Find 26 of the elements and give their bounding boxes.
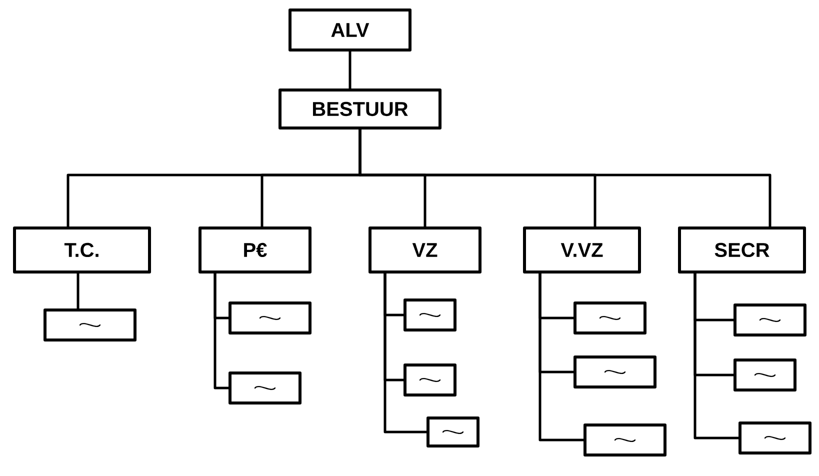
connector-line — [384, 272, 428, 434]
org-box: V.VZ — [523, 226, 641, 274]
empty-box — [734, 303, 806, 336]
org-box: VZ — [368, 226, 482, 274]
connector-line — [694, 272, 740, 440]
empty-box — [44, 308, 136, 342]
empty-box — [738, 421, 812, 454]
org-box: P€ — [198, 226, 312, 274]
connector-line — [348, 50, 352, 90]
org-box: BESTUUR — [278, 88, 442, 130]
org-box: T.C. — [13, 226, 151, 274]
empty-box — [404, 298, 456, 332]
empty-box — [584, 423, 666, 456]
empty-box — [228, 371, 302, 404]
connector-line — [76, 272, 80, 310]
empty-box — [734, 358, 796, 392]
empty-box — [574, 301, 646, 334]
empty-box — [228, 301, 312, 334]
connector-line — [214, 272, 230, 390]
org-box: SECR — [678, 226, 806, 274]
connector-line — [358, 128, 772, 228]
connector-line — [538, 272, 585, 442]
empty-box — [426, 416, 480, 448]
empty-box — [404, 363, 456, 396]
empty-box — [574, 355, 656, 388]
org-box: ALV — [288, 8, 412, 52]
